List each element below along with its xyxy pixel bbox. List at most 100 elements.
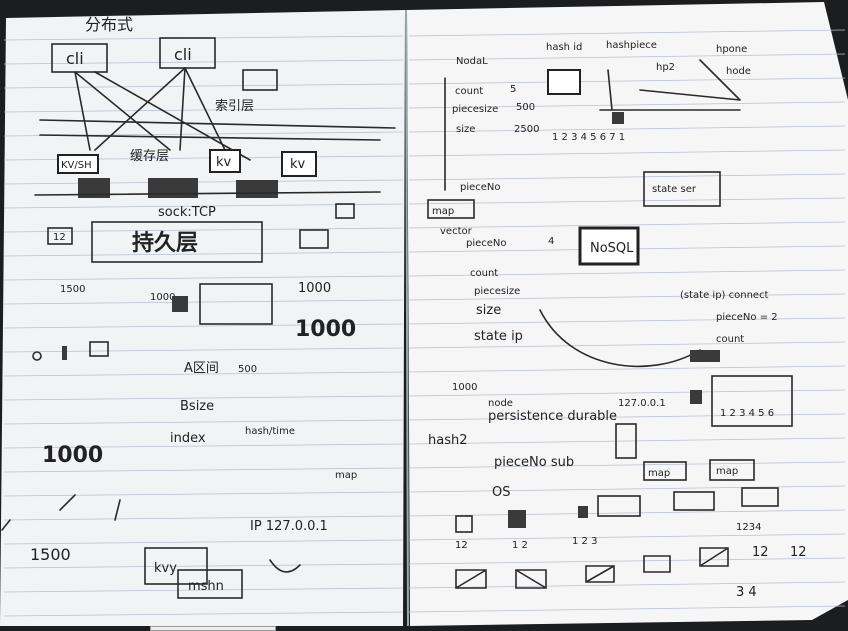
piecenosub-label: pieceNo sub — [494, 455, 574, 470]
rule-line — [408, 605, 846, 613]
rule-line — [408, 125, 846, 133]
map-note: map — [335, 470, 357, 481]
rule-line — [3, 491, 404, 497]
num-1000b: 1000 — [298, 281, 331, 296]
num-500: 500 — [238, 364, 257, 375]
count-label: count — [455, 86, 483, 97]
kv-box-b: kv — [290, 157, 306, 172]
bottom-e: 12 — [790, 545, 807, 560]
nodal-label: NodaL — [456, 56, 488, 67]
connect-note: (state ip) connect — [680, 290, 769, 301]
rule-line — [408, 365, 846, 373]
rule-line — [3, 443, 404, 449]
rule-line — [3, 587, 404, 593]
node-label: node — [488, 398, 513, 409]
rule-line — [3, 59, 404, 65]
bottom-a: 12 — [455, 540, 468, 551]
bottom-c: 1 2 3 — [572, 536, 597, 547]
piecesize-label: piecesize — [452, 104, 498, 115]
rule-line — [3, 227, 404, 233]
kvsh-label: KV/SH — [61, 160, 92, 171]
rule-line — [3, 515, 404, 521]
rule-line — [408, 293, 846, 301]
num-1000a: 1000 — [150, 292, 175, 303]
cli-box-b: cli — [174, 45, 192, 64]
piecesize2-label: piecesize — [474, 286, 520, 297]
bottom-d: 12 — [752, 545, 769, 560]
rule-line — [408, 53, 846, 61]
right-page-sketch: NodaL hash id hashpiece hpone hp2 hode c… — [427, 40, 807, 600]
rule-line — [408, 269, 846, 277]
num-1000-right: 1000 — [452, 382, 477, 393]
rule-line — [3, 563, 404, 569]
ip127-label: 127.0.0.1 — [618, 398, 666, 409]
right-page — [407, 2, 848, 626]
rule-line — [408, 173, 846, 181]
rule-line — [408, 389, 846, 397]
hash2-label: hash2 — [428, 433, 468, 448]
rule-line — [3, 323, 404, 329]
hashpiece-label: hashpiece — [606, 40, 657, 51]
cli-box-a: cli — [66, 49, 84, 68]
state-ser-box: state ser — [652, 184, 697, 195]
map-kv-label: map — [432, 206, 454, 217]
rule-line — [3, 83, 404, 89]
kv-box-a: kv — [216, 155, 232, 170]
num-1000d: 1000 — [42, 443, 103, 468]
hode-label: hode — [726, 66, 751, 77]
hash-time-note: hash/time — [245, 426, 295, 437]
bottom-b: 1 2 — [512, 540, 528, 551]
hp2-label: hp2 — [656, 62, 675, 73]
rule-line — [408, 101, 846, 109]
rule-line — [3, 275, 404, 281]
vector-label: vector — [440, 226, 473, 237]
rule-line — [3, 539, 404, 545]
bsize-note: Bsize — [180, 399, 214, 414]
rule-line — [408, 485, 846, 493]
rule-line — [408, 29, 846, 37]
sock-tcp-label: sock:TCP — [158, 205, 216, 220]
hash-id-label: hash id — [546, 42, 582, 53]
rule-line — [408, 509, 846, 517]
index-layer-label: 索引层 — [215, 99, 254, 114]
rule-line — [3, 611, 404, 617]
count3-label: count — [716, 334, 744, 345]
num-1500b: 1500 — [30, 545, 71, 564]
digits-row: 1 2 3 4 5 6 7 1 — [552, 132, 625, 143]
rule-line — [3, 251, 404, 257]
size-label: size — [456, 124, 475, 135]
index-note: index — [170, 431, 206, 446]
persist-layer-label: 持久层 — [132, 230, 198, 256]
num-1500a: 1500 — [60, 284, 85, 295]
map-box-b: map — [716, 466, 738, 477]
pieceno-eq: pieceNo = 2 — [716, 312, 778, 323]
mshn-box: mshn — [188, 579, 224, 594]
bottom-f: 1234 — [736, 522, 761, 533]
kvy-box: kvy — [154, 561, 177, 576]
rule-line — [408, 437, 846, 445]
rule-line — [408, 413, 846, 421]
size2-label: size — [476, 303, 501, 318]
rule-line — [408, 341, 846, 349]
nosql-box: NoSQL — [590, 241, 634, 256]
size-value: 2500 — [514, 124, 539, 135]
count-value: 5 — [510, 84, 516, 95]
left-rule-lines — [3, 35, 404, 617]
cache-layer-label: 缓存层 — [130, 149, 169, 164]
row-nums: 1 2 3 4 5 6 — [720, 408, 774, 419]
num-4: 4 — [548, 236, 554, 247]
rule-line — [3, 467, 404, 473]
hpone-label: hpone — [716, 44, 747, 55]
rule-line — [408, 197, 846, 205]
rule-line — [3, 371, 404, 377]
rule-line — [408, 557, 846, 565]
rule-line — [408, 581, 846, 589]
num-1000c: 1000 — [295, 317, 356, 342]
ip-note: IP 127.0.0.1 — [250, 519, 328, 534]
left-page-sketch: 分布式 cli cli 索引层 KV/SH 缓存层 kv kv sock:TCP… — [1, 15, 396, 599]
bottom-scroll-strip — [150, 626, 276, 631]
rule-line — [408, 221, 846, 229]
rule-line — [408, 149, 846, 157]
pieceno-label: pieceNo — [460, 182, 501, 193]
